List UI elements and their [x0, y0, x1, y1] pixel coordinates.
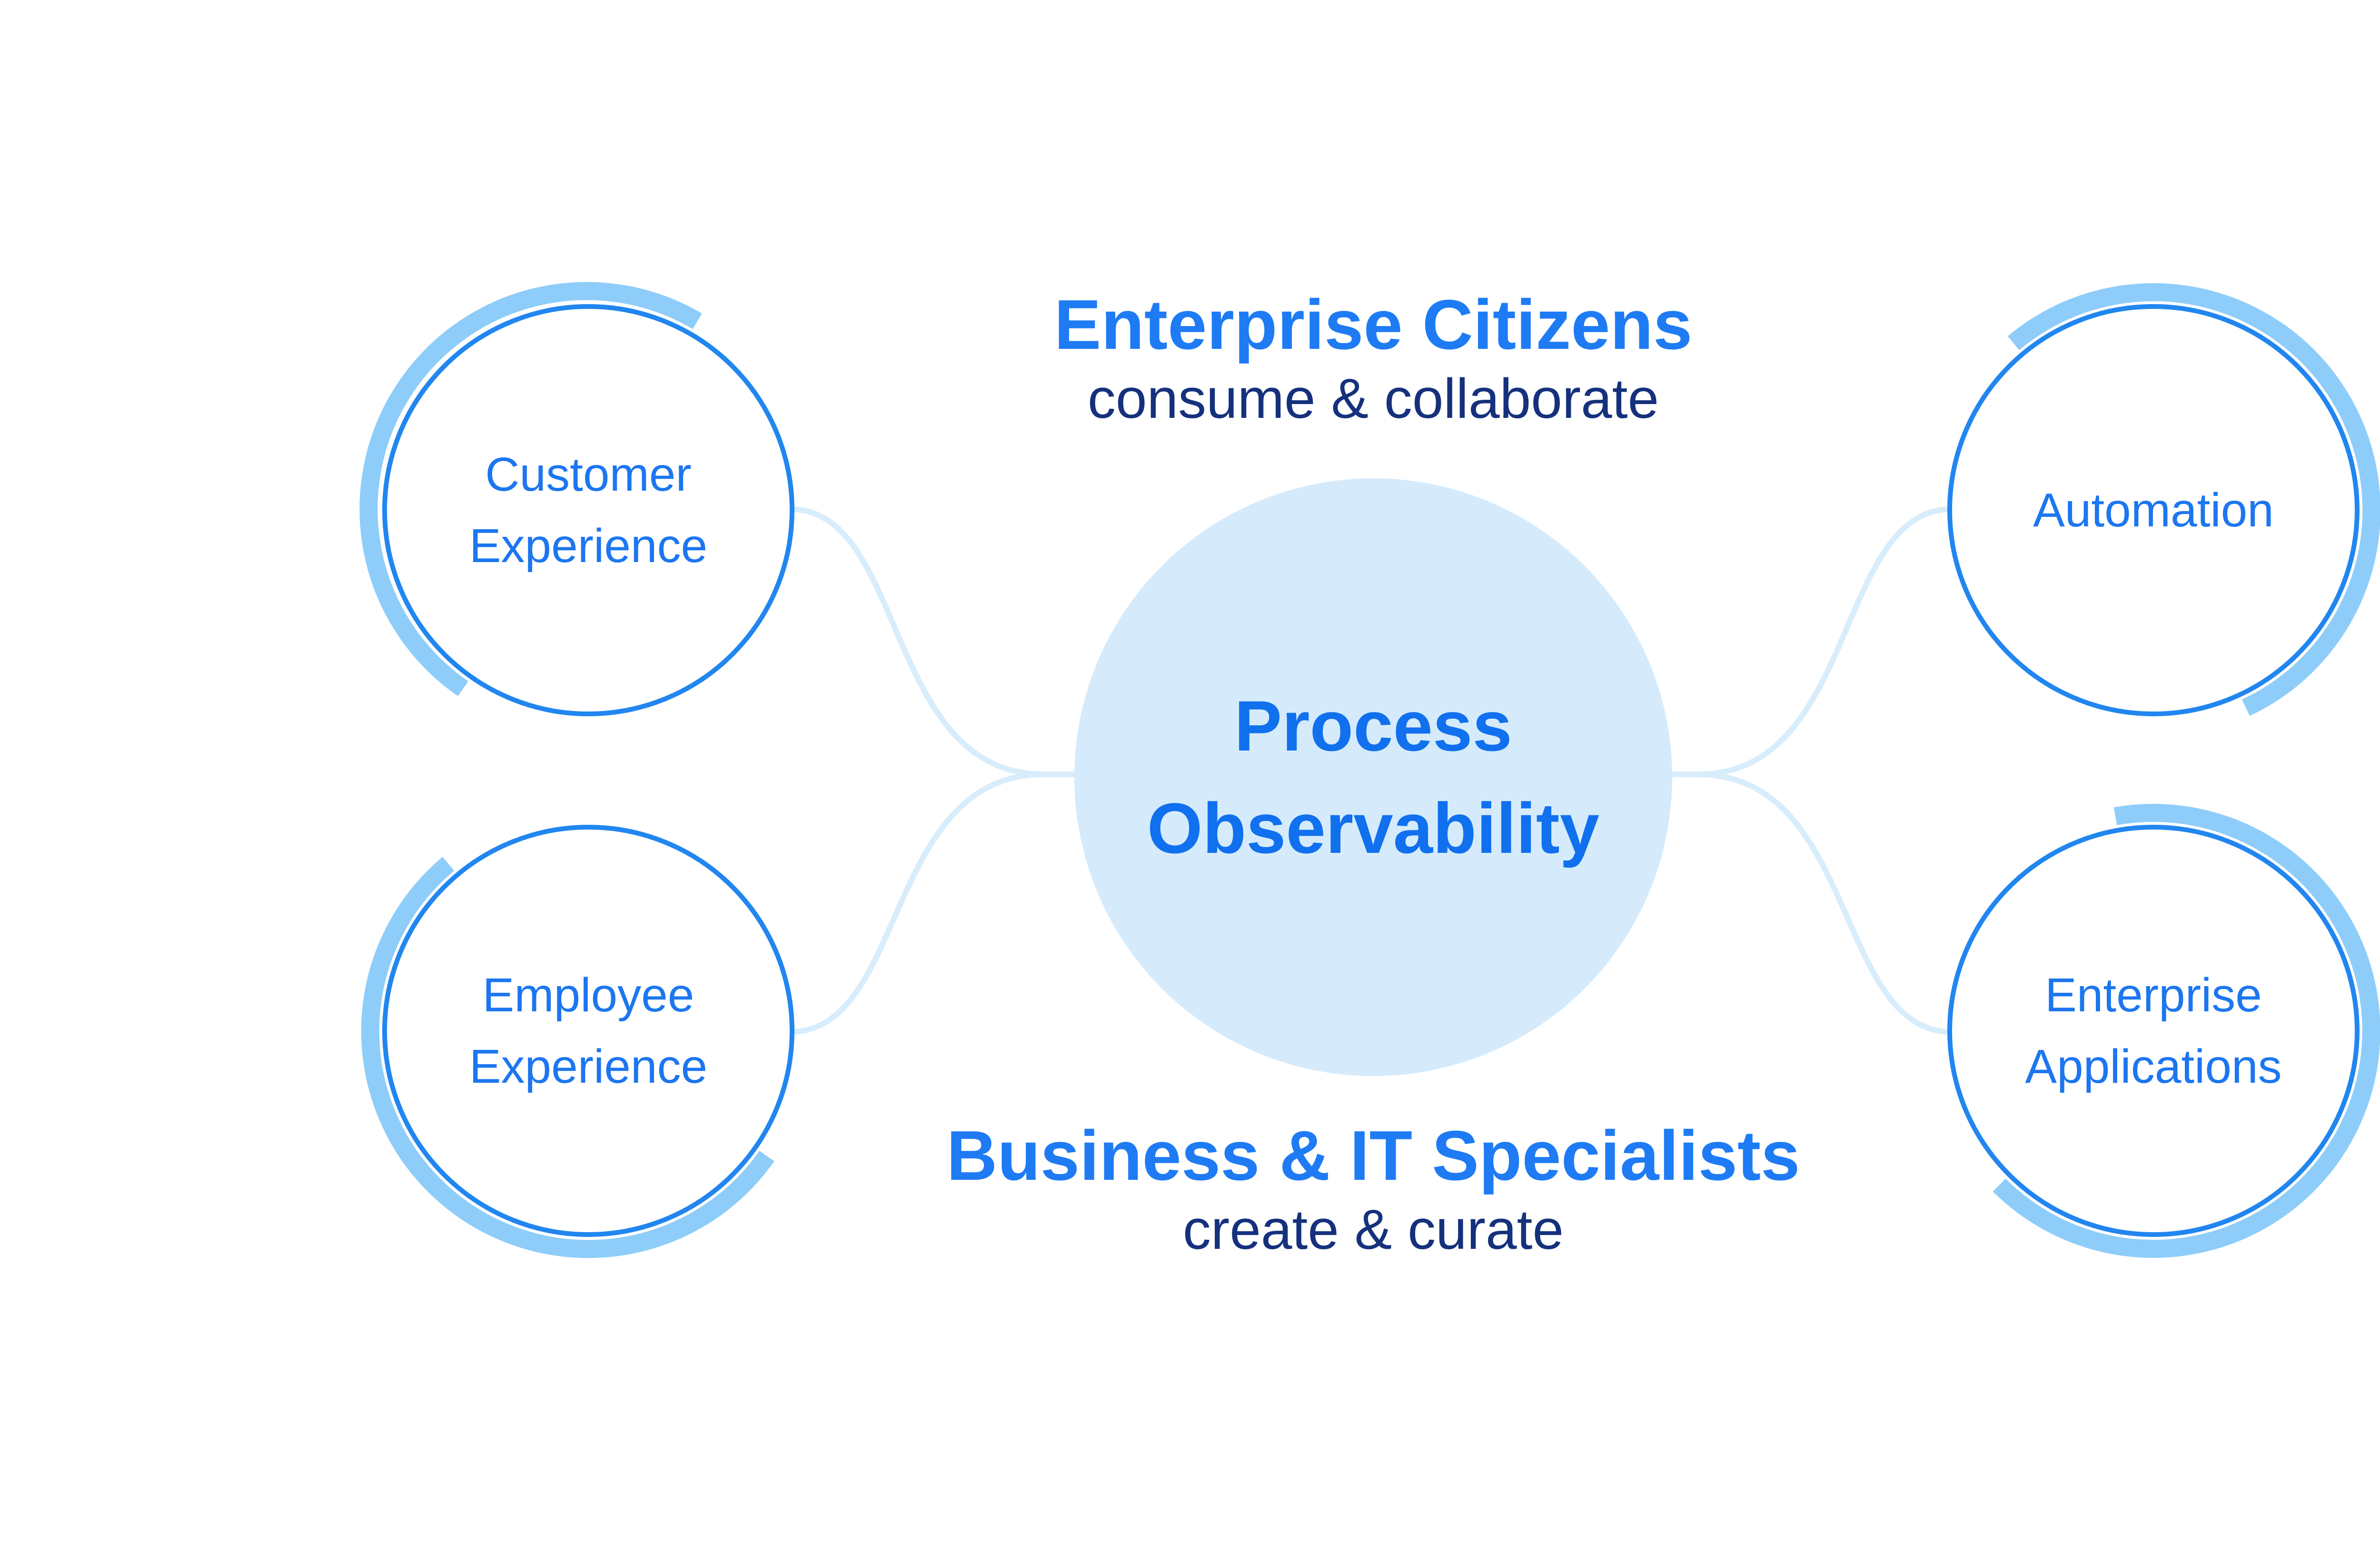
node-circle-automation	[1947, 304, 2360, 716]
arc-customer-experience	[359, 282, 702, 696]
top-heading-title: Enterprise Citizens	[1054, 286, 1693, 364]
arc-enterprise-applications	[1993, 804, 2380, 1258]
node-label-automation: Automation	[2033, 484, 2274, 537]
top-heading: Enterprise Citizens consume & collaborat…	[659, 287, 2087, 435]
bottom-heading: Business & IT Specialists create & curat…	[659, 1118, 2087, 1266]
center-circle	[1074, 478, 1672, 1076]
bottom-heading-subtitle: create & curate	[1182, 1198, 1564, 1261]
node-circle-group	[382, 304, 2360, 1237]
arc-automation	[2007, 283, 2380, 716]
arc-group	[359, 282, 2380, 1258]
bottom-heading-title: Business & IT Specialists	[946, 1117, 1800, 1195]
node-label-enterprise-applications: Enterprise Applications	[2025, 969, 2282, 1093]
connector-group	[793, 506, 1948, 1035]
connector-customer-experience	[793, 506, 1077, 777]
connector-enterprise-applications	[1665, 771, 1948, 1035]
top-heading-subtitle: consume & collaborate	[1087, 367, 1659, 430]
node-circle-enterprise-applications	[1947, 825, 2360, 1237]
node-label-customer-experience: Customer Experience	[469, 448, 708, 573]
center-label: Process Observability	[1147, 686, 1600, 868]
node-circle-customer-experience	[382, 304, 794, 716]
arc-employee-experience	[361, 857, 774, 1258]
node-label-employee-experience: Employee Experience	[469, 969, 708, 1093]
connector-employee-experience	[793, 771, 1077, 1035]
connector-automation	[1665, 506, 1948, 777]
node-circle-employee-experience	[382, 825, 794, 1237]
